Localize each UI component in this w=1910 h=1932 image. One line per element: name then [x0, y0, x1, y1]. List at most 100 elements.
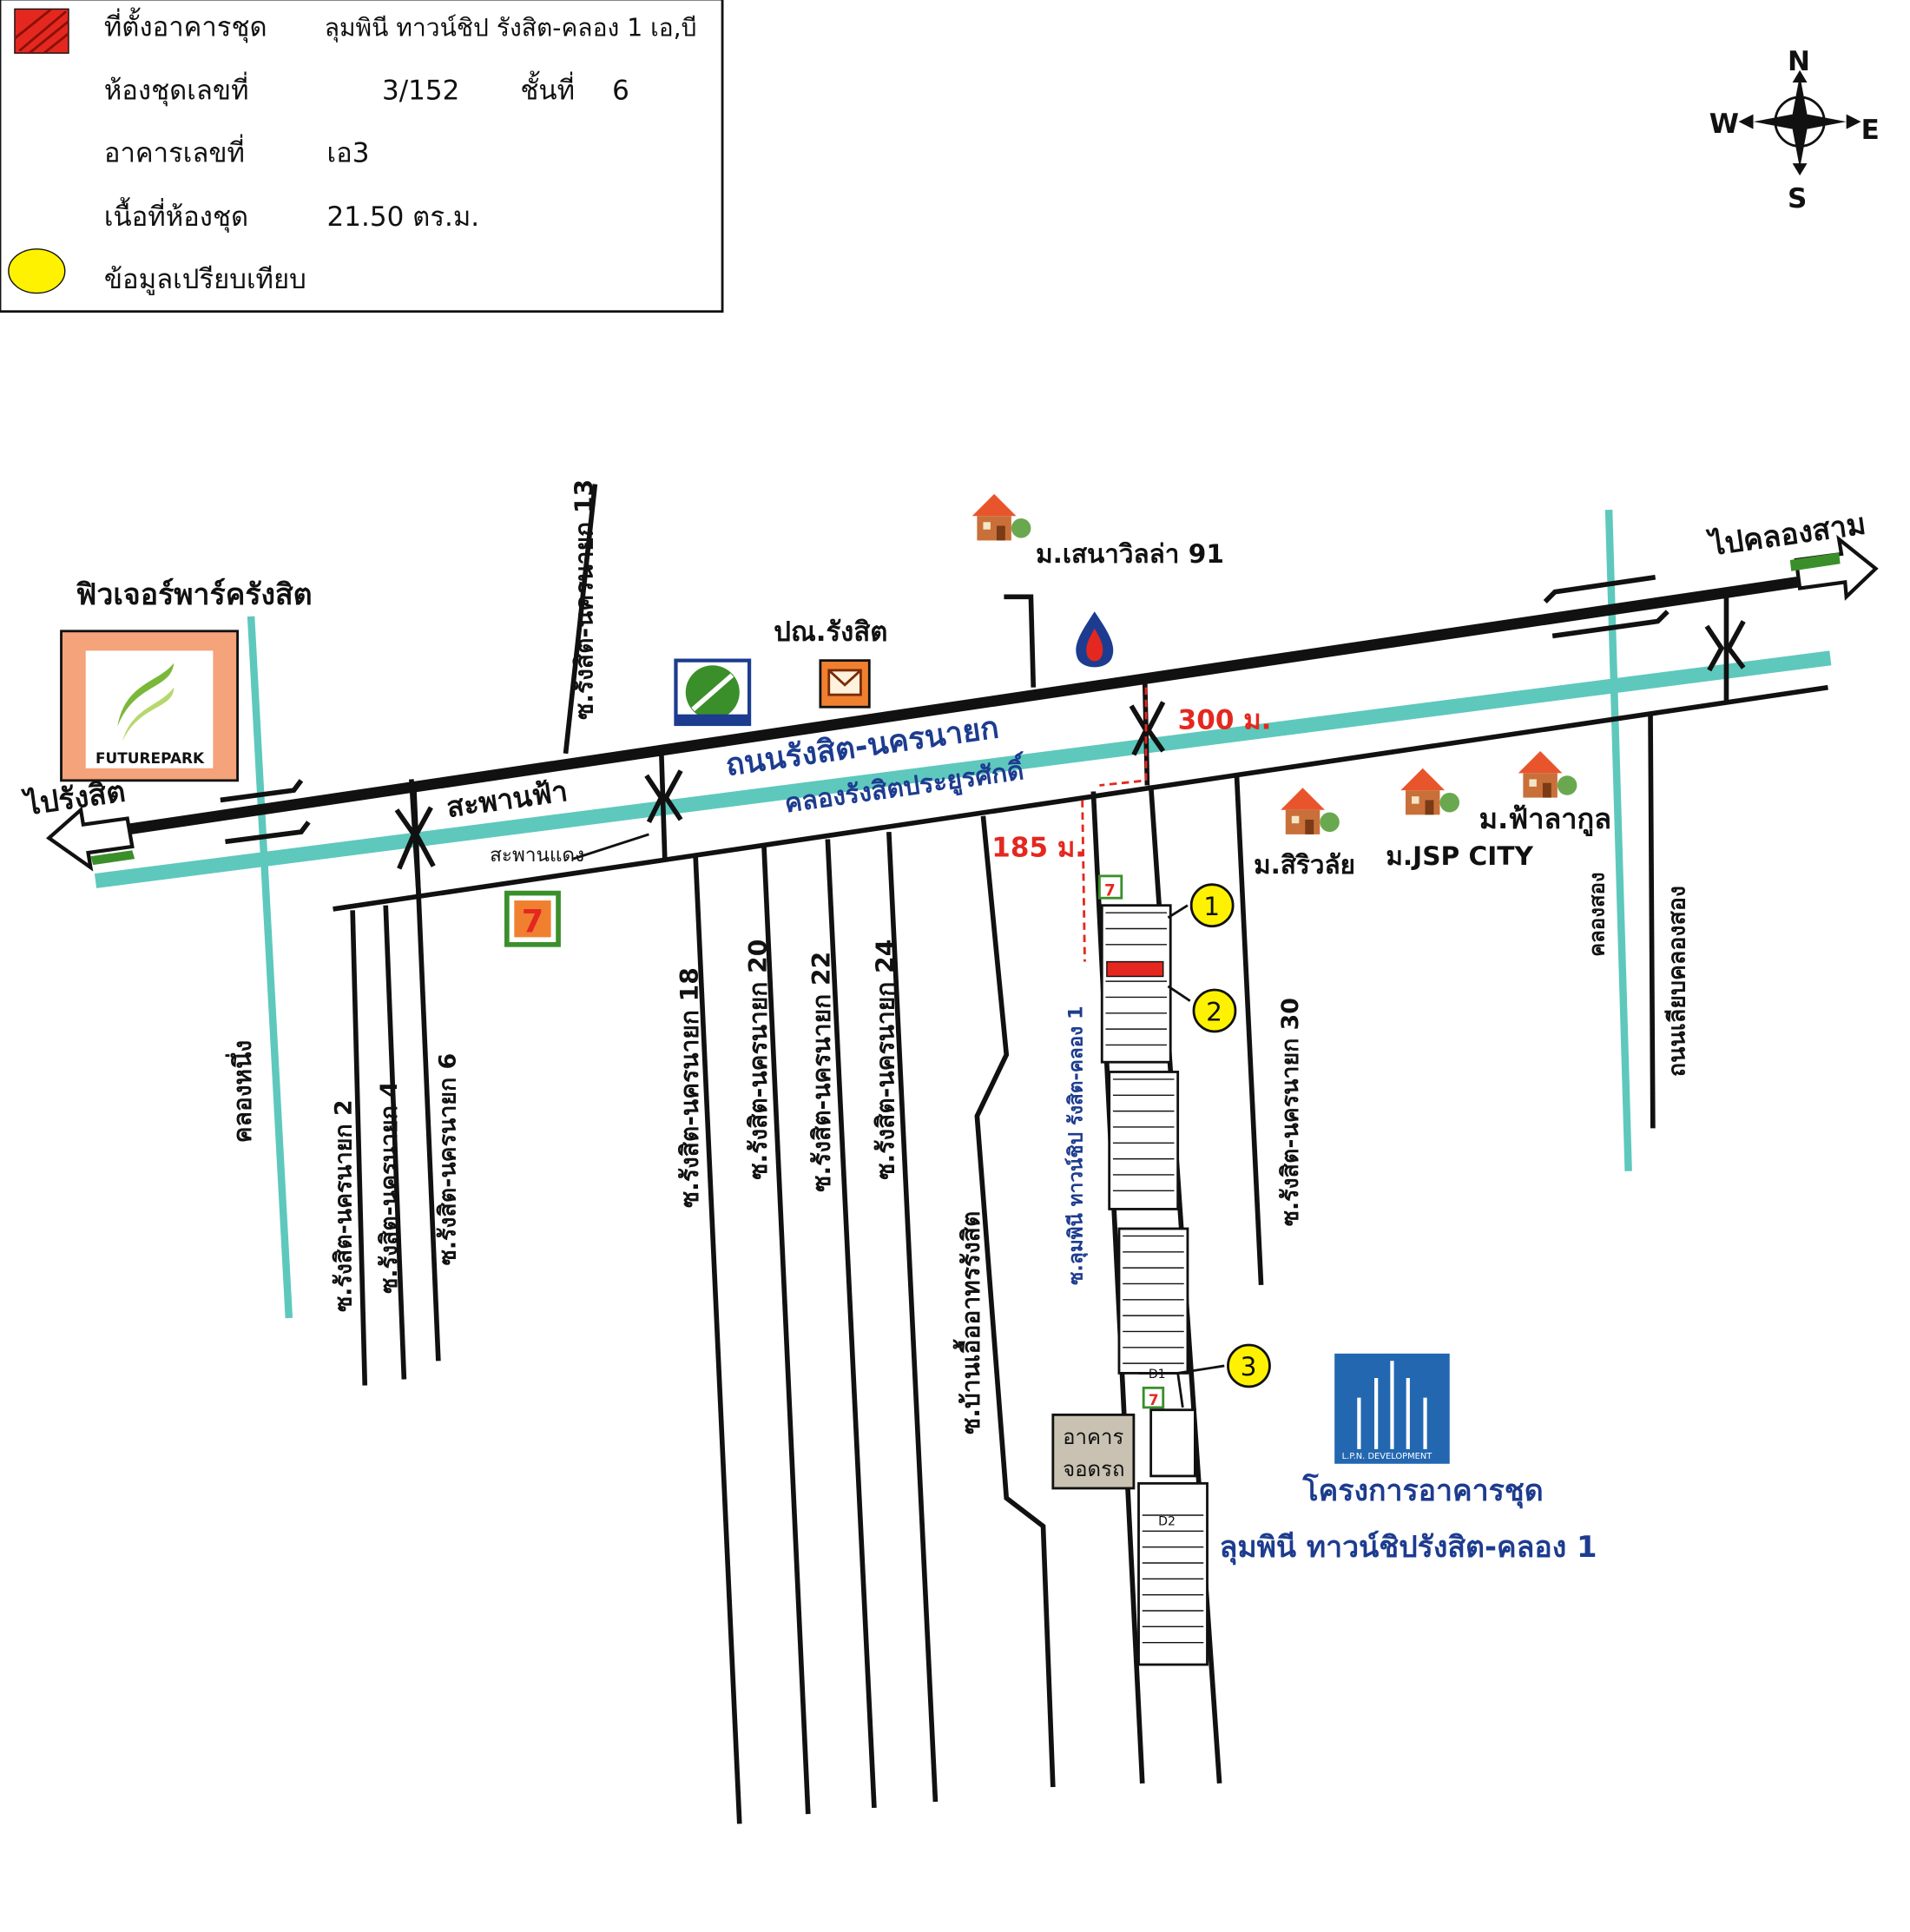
- soi13-label: ซ.รังสิต-นครนายก 13: [570, 479, 599, 720]
- khlong-song-label: คลองสอง: [1584, 872, 1609, 957]
- subject-unit-a3: [1106, 960, 1164, 978]
- svg-text:7: 7: [522, 903, 544, 940]
- parking-label-1: อาคาร: [1063, 1425, 1123, 1449]
- khlong-nueng-label: คลองหนึ่ง: [225, 1040, 257, 1143]
- comparison-marker-1: 1: [1167, 883, 1235, 928]
- compass-w: W: [1709, 109, 1739, 140]
- seven-eleven-icon: 7: [504, 890, 561, 947]
- bank-icon: [674, 658, 752, 727]
- legend-building-value: เอ3: [327, 138, 370, 169]
- lpn-logo-text: L.P.N. DEVELOPMENT: [1342, 1452, 1433, 1461]
- soi18-label: ซ.รังสิต-นครนายก 18: [675, 967, 704, 1208]
- seven-eleven-icon: 7: [1142, 1386, 1165, 1409]
- soi6-label: ซ.รังสิต-นครนายก 6: [435, 1053, 462, 1265]
- project-name: ลุมพินี ทาวน์ชิปรังสิต-คลอง 1: [1220, 1530, 1597, 1566]
- marker-3-label: 3: [1241, 1352, 1257, 1381]
- arrow-icon: [46, 534, 1879, 872]
- bridge-marks: [220, 574, 1746, 870]
- building-block-b: [1108, 1071, 1180, 1210]
- soi24-label: ซ.รังสิต-นครนายก 24: [871, 940, 899, 1180]
- building-block-c: [1117, 1227, 1189, 1375]
- house-icon: [1400, 768, 1460, 815]
- soi2-label: ซ.รังสิต-นครนายก 2: [331, 1099, 358, 1311]
- road-soi4: [383, 905, 407, 1380]
- canal-rangsit-prayoonsak: [94, 650, 1832, 888]
- road-soi13: [563, 484, 598, 755]
- distance-300-label: 300 ม.: [1178, 705, 1272, 736]
- marker-2-label: 2: [1206, 997, 1222, 1026]
- compass-n: N: [1788, 46, 1810, 77]
- house-icon: [1518, 751, 1577, 798]
- road-soi22: [825, 839, 877, 1809]
- legend-location-value: ลุมพินี ทาวน์ชิป รังสิต-คลอง 1 เอ,บี: [325, 13, 697, 43]
- road-liap-khlong-song: [1648, 714, 1656, 1129]
- road-soi2: [350, 910, 368, 1386]
- liap-khlong-song-label: ถนนเลียบคลองสอง: [1664, 886, 1691, 1077]
- lpn-logo: L.P.N. DEVELOPMENT: [1334, 1353, 1450, 1464]
- ptt-gas-icon: [1076, 611, 1114, 668]
- house-icon: [971, 493, 1031, 541]
- soi20-label: ซ.รังสิต-นครนายก 20: [744, 940, 773, 1180]
- legend-room-value: 3/152: [382, 76, 459, 107]
- legend-room-label: ห้องชุดเลขที่: [104, 72, 249, 108]
- svg-text:D1: D1: [1149, 1368, 1166, 1381]
- svg-text:7: 7: [1149, 1391, 1159, 1408]
- legend-comparison-label: ข้อมูลเปรียบเทียบ: [104, 264, 306, 295]
- road-soi30: [1234, 773, 1264, 1286]
- soi30-label: ซ.รังสิต-นครนายก 30: [1277, 998, 1304, 1226]
- main-road: [109, 577, 1828, 912]
- soi22-label: ซ.รังสิต-นครนายก 22: [807, 952, 836, 1192]
- building-units: [1105, 912, 1204, 1644]
- lumpini-soi-label: ซ.ลุมพินี ทาวน์ชิป รังสิต-คลอง 1: [1064, 1006, 1089, 1285]
- distance-185: 185 ม.: [991, 800, 1086, 962]
- comparison-marker-3: 3: [1177, 1343, 1271, 1388]
- compass-icon: N S W E: [1709, 46, 1880, 214]
- legend-location-label: ที่ตั้งอาคารชุด: [104, 7, 267, 43]
- siriwan-label: ม.สิริวลัย: [1254, 850, 1355, 880]
- road-soi20: [761, 846, 811, 1815]
- fa-lakul-label: ม.ฟ้าลากูล: [1479, 802, 1611, 837]
- road-soi18: [693, 854, 742, 1824]
- comparison-swatch: [8, 248, 66, 294]
- road-sena-villa: [1004, 594, 1037, 688]
- sena-villa-label: ม.เสนาวิลล่า 91: [1036, 539, 1224, 569]
- soi4-label: ซ.รังสิต-นครนายก 4: [376, 1081, 403, 1293]
- parking-building: อาคาร จอดรถ: [1051, 1413, 1136, 1490]
- future-park-logo-text: FUTUREPARK: [96, 749, 205, 767]
- road-soi24: [886, 831, 939, 1803]
- svg-text:D2: D2: [1158, 1514, 1176, 1528]
- distance-185-label: 185 ม.: [991, 832, 1085, 863]
- legend: ที่ตั้งอาคารชุด ลุมพินี ทาวน์ชิป รังสิต-…: [0, 0, 724, 313]
- comparison-marker-2: 2: [1167, 985, 1237, 1033]
- side-roads: [350, 484, 1729, 1824]
- compass-s: S: [1788, 183, 1807, 214]
- legend-building-label: อาคารเลขที่: [104, 135, 245, 169]
- marker-1-label: 1: [1203, 892, 1220, 921]
- parking-label-2: จอดรถ: [1063, 1457, 1124, 1481]
- building-block-a: [1100, 904, 1172, 1064]
- compass-e: E: [1861, 115, 1880, 146]
- future-park-label: ฟิวเจอร์พาร์ครังสิต: [76, 577, 312, 611]
- legend-area-value: 21.50 ตร.ม.: [327, 201, 480, 233]
- to-rangsit-label: ไปรังสิต: [21, 775, 128, 822]
- jsp-city-label: ม.JSP CITY: [1386, 841, 1533, 871]
- post-office-label: ปณ.รังสิต: [774, 617, 887, 648]
- legend-area-label: เนื้อที่ห้องชุด: [104, 197, 248, 234]
- ban-ua-label: ซ.บ้านเอื้ออาทรรังสิต: [952, 1211, 985, 1434]
- building-shophouse: [1149, 1408, 1196, 1478]
- house-icon: [1281, 788, 1340, 834]
- khlong-song: [1604, 510, 1632, 1171]
- post-office-icon: [819, 659, 871, 709]
- future-park: ฟิวเจอร์พาร์ครังสิต FUTUREPARK: [60, 577, 313, 782]
- svg-text:7: 7: [1104, 881, 1116, 900]
- legend-floor-label: ชั้นที่: [520, 71, 575, 107]
- project-title: โครงการอาคารชุด: [1302, 1473, 1544, 1509]
- red-bridge-label: สะพานแดง: [490, 844, 584, 867]
- khlong-nueng: [247, 616, 293, 1319]
- distance-300: 300 ม.: [1099, 687, 1272, 787]
- road-ban-ua: [974, 815, 1056, 1788]
- building-block-e: [1137, 1481, 1209, 1666]
- seven-eleven-icon: 7: [1098, 874, 1123, 900]
- canals: [94, 510, 1832, 1319]
